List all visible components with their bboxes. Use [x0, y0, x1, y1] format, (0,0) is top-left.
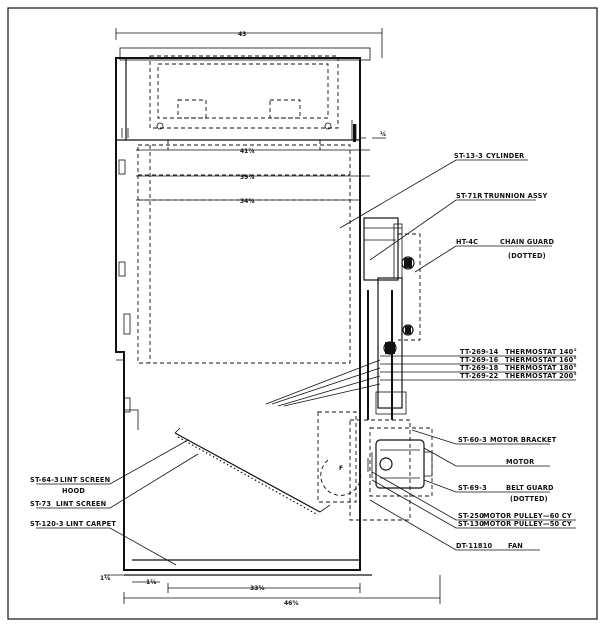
label-motor: MOTOR [506, 458, 534, 466]
svg-text:MOTOR: MOTOR [506, 458, 534, 466]
svg-text:ST-69-3: ST-69-3 [458, 484, 487, 492]
svg-text:MOTOR PULLEY—60 CY: MOTOR PULLEY—60 CY [483, 512, 572, 520]
label-thermostat-180: TT-269-18 THERMOSTAT 180° [460, 364, 577, 372]
dim-33: 33⅝ [250, 585, 265, 592]
svg-text:ST-13-3: ST-13-3 [454, 152, 483, 160]
dim-39: 39⅞ [240, 174, 255, 181]
label-motor-pulley-50: ST-130 MOTOR PULLEY—50 CY [458, 520, 572, 528]
svg-text:LINT CARPET: LINT CARPET [66, 520, 116, 528]
svg-text:(DOTTED): (DOTTED) [510, 495, 548, 503]
svg-text:MOTOR PULLEY—50 CY: MOTOR PULLEY—50 CY [483, 520, 572, 528]
svg-text:TT-269-18: TT-269-18 [460, 364, 499, 372]
dim-base-inner: 1⅞ [146, 579, 156, 586]
thermostat-wires [265, 359, 381, 407]
label-thermostat-200: TT-269-22 THERMOSTAT 200° [460, 372, 577, 380]
svg-text:THERMOSTAT 180°: THERMOSTAT 180° [505, 364, 577, 372]
svg-text:(DOTTED): (DOTTED) [508, 252, 546, 260]
cabinet [115, 47, 372, 576]
label-thermostat-160: TT-269-16 THERMOSTAT 160° [460, 356, 577, 364]
svg-text:TT-269-16: TT-269-16 [460, 356, 499, 364]
svg-text:ST-60-3: ST-60-3 [458, 436, 487, 444]
label-trunnion: ST-71R TRUNNION ASSY [456, 192, 548, 200]
lint-screen [174, 427, 331, 516]
label-lint-carpet: ST-120-3 LINT CARPET [30, 520, 116, 528]
svg-text:ST-64-3: ST-64-3 [30, 476, 59, 484]
dim-quarter: ¼ [380, 131, 386, 138]
svg-text:MOTOR BRACKET: MOTOR BRACKET [490, 436, 557, 444]
svg-text:TT-269-14: TT-269-14 [460, 348, 499, 356]
label-thermostat-140: TT-269-14 THERMOSTAT 140° [460, 348, 577, 356]
svg-text:DT-11810: DT-11810 [456, 542, 492, 550]
label-fan: DT-11810 FAN [456, 542, 523, 550]
dim-left-offset: 1⅛ [100, 575, 110, 582]
svg-text:HT-4C: HT-4C [456, 238, 478, 246]
svg-text:FAN: FAN [508, 542, 523, 550]
dim-bottom-width: 46⅝ [284, 600, 299, 607]
svg-text:THERMOSTAT 140°: THERMOSTAT 140° [505, 348, 577, 356]
dimension-lines [104, 28, 441, 604]
leader-lines-left [36, 439, 199, 566]
svg-text:ST-120-3: ST-120-3 [30, 520, 64, 528]
label-motor-pulley-60: ST-250 MOTOR PULLEY—60 CY [458, 512, 572, 520]
dim-41: 41⅞ [240, 148, 255, 155]
svg-text:TT-269-22: TT-269-22 [460, 372, 499, 380]
label-lint-screen: ST-73 LINT SCREEN [30, 500, 106, 508]
leader-lines-right [339, 159, 576, 551]
svg-text:CYLINDER: CYLINDER [486, 152, 524, 160]
label-lint-screen-hood: ST-64-3 LINT SCREEN HOOD [30, 476, 110, 495]
label-belt-guard: ST-69-3 BELT GUARD (DOTTED) [458, 484, 554, 503]
svg-text:THERMOSTAT 160°: THERMOSTAT 160° [505, 356, 577, 364]
svg-text:TRUNNION ASSY: TRUNNION ASSY [484, 192, 548, 200]
outer-frame [7, 7, 598, 620]
svg-text:BELT GUARD: BELT GUARD [506, 484, 554, 492]
control-box [149, 55, 339, 150]
svg-text:ST-250: ST-250 [458, 512, 484, 520]
svg-text:ST-73: ST-73 [30, 500, 51, 508]
cylinder [137, 120, 357, 364]
svg-text:CHAIN GUARD: CHAIN GUARD [500, 238, 554, 246]
drive-assembly [363, 217, 433, 497]
svg-text:THERMOSTAT 200°: THERMOSTAT 200° [505, 372, 577, 380]
svg-text:LINT SCREEN: LINT SCREEN [60, 476, 110, 484]
svg-text:ST-130: ST-130 [458, 520, 484, 528]
fan-housing: F [317, 411, 411, 521]
svg-text:F: F [339, 465, 343, 472]
svg-text:HOOD: HOOD [62, 487, 85, 495]
svg-text:ST-71R: ST-71R [456, 192, 482, 200]
dim-34: 34⅝ [240, 198, 255, 205]
svg-text:LINT SCREEN: LINT SCREEN [56, 500, 106, 508]
label-motor-bracket: ST-60-3 MOTOR BRACKET [458, 436, 557, 444]
label-chain-guard: HT-4C CHAIN GUARD (DOTTED) [456, 238, 554, 260]
label-cylinder: ST-13-3 CYLINDER [454, 152, 524, 160]
dim-top-width: 43 [238, 31, 246, 38]
